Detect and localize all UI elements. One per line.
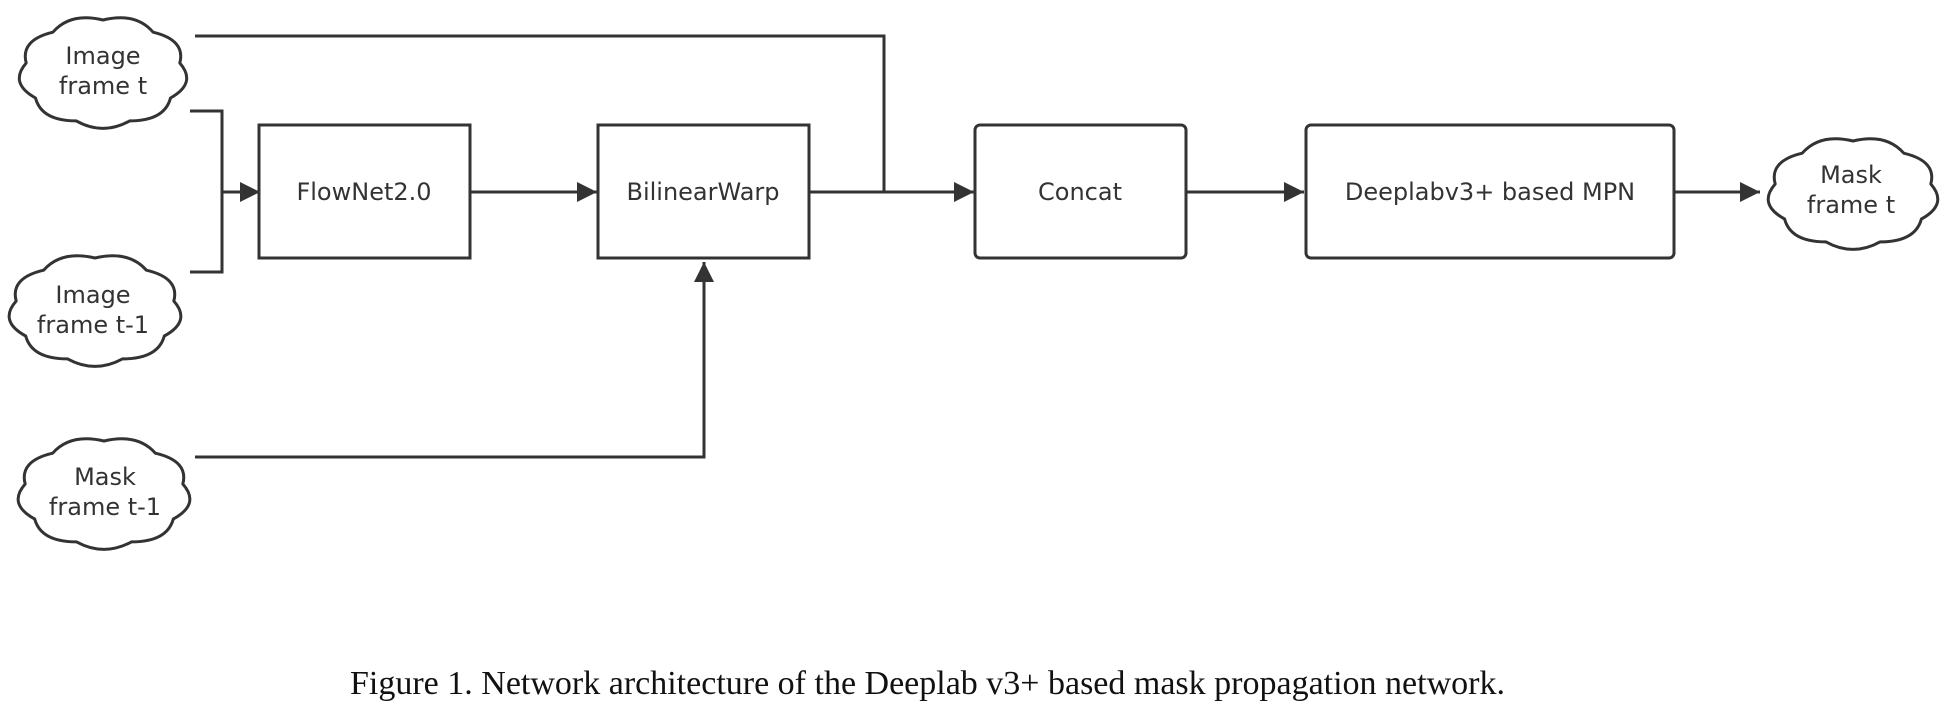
mpn-label: Deeplabv3+ based MPN: [1345, 178, 1635, 206]
image-t1-label-line2: frame t-1: [37, 311, 149, 339]
mask-t1-label-line2: frame t-1: [49, 493, 161, 521]
connector-image-t-to-flownet: [190, 109, 224, 192]
mask-frame-t1-cloud: [16, 437, 192, 551]
image-t1-label-line1: Image: [55, 281, 130, 309]
bilinear-warp-box: [596, 123, 811, 260]
mask-t1-label-line1: Mask: [74, 463, 136, 491]
connector-image-t1-to-flownet: [190, 192, 224, 274]
figure-caption: Figure 1. Network architecture of the De…: [350, 665, 1505, 702]
image-t-label-line1: Image: [65, 42, 140, 70]
bilinear-warp-label: BilinearWarp: [626, 178, 779, 206]
image-frame-t-cloud: [17, 16, 189, 130]
mpn-box: [1304, 123, 1676, 260]
image-t-label-line2: frame t: [59, 72, 147, 100]
flownet-label: FlowNet2.0: [296, 178, 431, 206]
concat-box: [973, 123, 1188, 260]
concat-label: Concat: [1038, 178, 1122, 206]
image-frame-t1-cloud: [7, 254, 183, 368]
arrow-mask-t1-to-warp: [195, 262, 714, 459]
mask-frame-t-cloud: [1766, 137, 1940, 251]
connector-image-t-to-concat: [195, 34, 886, 192]
flownet-box: [257, 123, 472, 260]
mask-t-label-line1: Mask: [1820, 161, 1882, 189]
mask-t-label-line2: frame t: [1807, 191, 1895, 219]
